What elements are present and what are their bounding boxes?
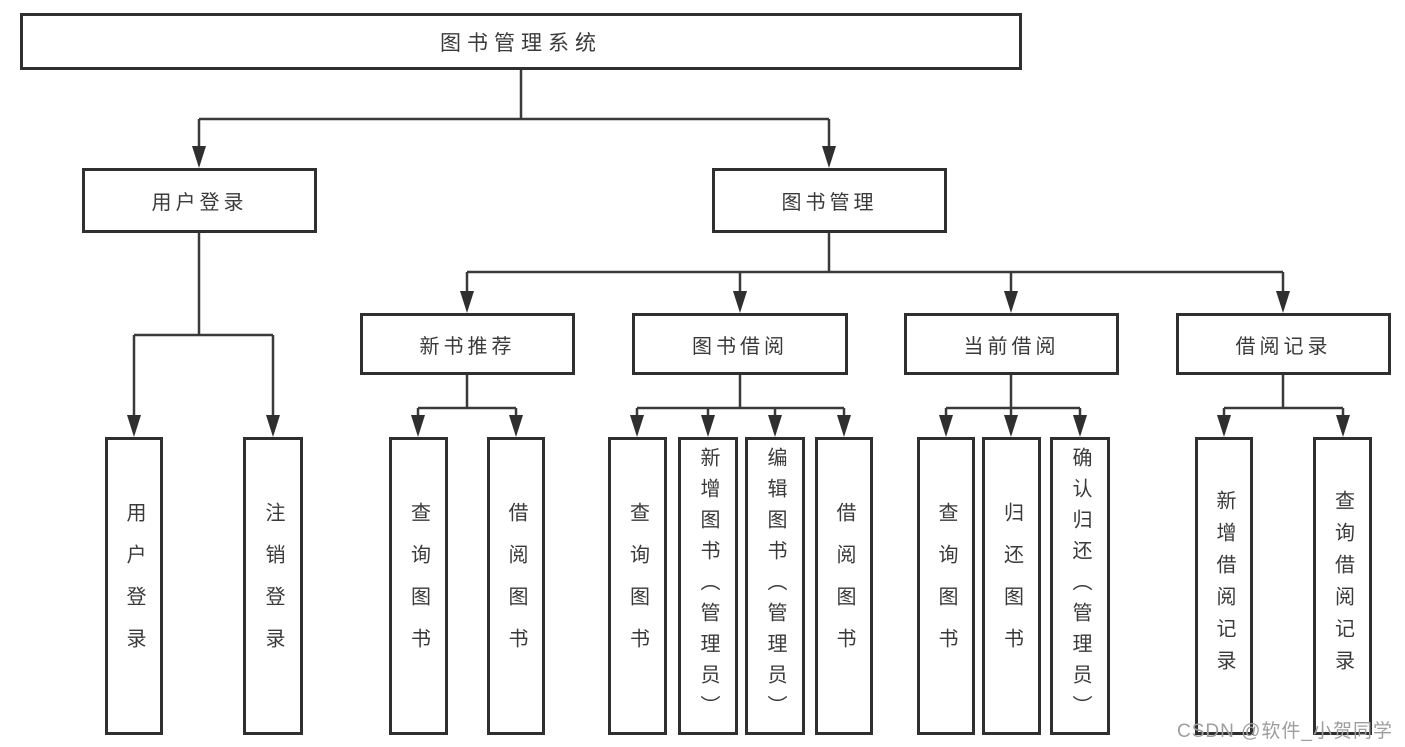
- leaf-confirm-return-admin: 确认归还（管理员）: [1050, 437, 1110, 735]
- leaf-query-books-recommend-label: 查询图书: [407, 502, 430, 670]
- node-borrowing-records: 借阅记录: [1176, 313, 1391, 375]
- leaf-borrow-books-recommend: 借阅图书: [487, 437, 545, 735]
- leaf-borrow-books-recommend-label: 借阅图书: [505, 502, 527, 670]
- leaf-logout-label: 注销登录: [262, 502, 284, 670]
- leaf-logout: 注销登录: [243, 437, 303, 735]
- leaf-query-books-borrow: 查询图书: [608, 437, 667, 735]
- leaf-confirm-return-admin-label: 确认归还（管理员）: [1069, 446, 1091, 726]
- leaf-borrow-books-label: 借阅图书: [833, 502, 855, 670]
- node-book-borrowing: 图书借阅: [632, 313, 848, 375]
- leaf-user-login: 用户登录: [105, 437, 163, 735]
- leaf-query-books-current: 查询图书: [917, 437, 975, 735]
- node-book-management: 图书管理: [712, 168, 947, 233]
- leaf-return-books-label: 归还图书: [1000, 502, 1023, 670]
- node-current-borrowing: 当前借阅: [904, 313, 1119, 375]
- leaf-query-books-borrow-label: 查询图书: [626, 502, 649, 670]
- leaf-query-books-current-label: 查询图书: [935, 502, 957, 670]
- leaf-user-login-label: 用户登录: [123, 502, 145, 670]
- leaf-add-books-admin-label: 新增图书（管理员）: [697, 446, 719, 726]
- leaf-query-borrow-record: 查询借阅记录: [1313, 437, 1372, 735]
- leaf-return-books: 归还图书: [982, 437, 1041, 735]
- leaf-query-borrow-record-label: 查询借阅记录: [1331, 490, 1354, 682]
- leaf-edit-books-admin: 编辑图书（管理员）: [745, 437, 805, 735]
- leaf-add-borrow-record: 新增借阅记录: [1195, 437, 1253, 735]
- leaf-add-books-admin: 新增图书（管理员）: [678, 437, 738, 735]
- leaf-borrow-books: 借阅图书: [815, 437, 873, 735]
- csdn-watermark: CSDN @软件_小贺同学: [1177, 721, 1393, 742]
- node-library-management-system: 图书管理系统: [20, 13, 1022, 70]
- node-new-book-recommendation: 新书推荐: [360, 313, 575, 375]
- leaf-query-books-recommend: 查询图书: [389, 437, 448, 735]
- leaf-edit-books-admin-label: 编辑图书（管理员）: [764, 446, 786, 726]
- leaf-add-borrow-record-label: 新增借阅记录: [1213, 490, 1235, 682]
- node-user-login: 用户登录: [82, 168, 317, 233]
